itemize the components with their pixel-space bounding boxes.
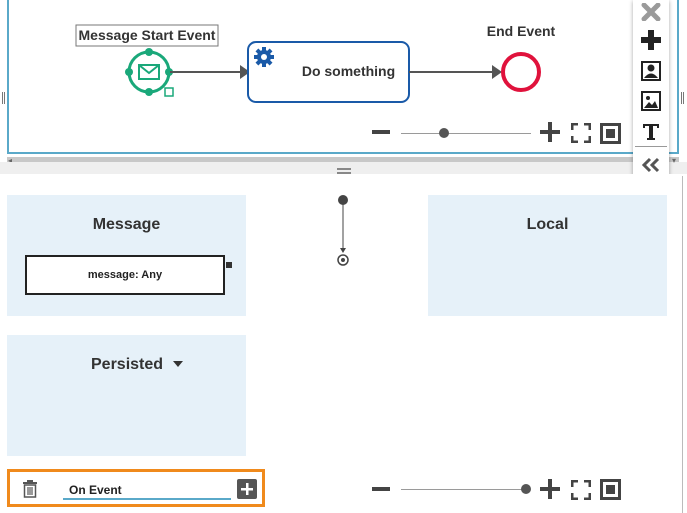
scroll-down-icon[interactable]: ▾	[672, 156, 677, 165]
message-panel-title: Message	[92, 216, 161, 233]
plus-icon[interactable]	[641, 30, 661, 50]
persisted-panel: Persisted	[7, 335, 246, 456]
local-panel: Local	[428, 195, 667, 316]
resize-handle	[164, 87, 174, 97]
message-field-box[interactable]: message: Any	[25, 255, 225, 295]
zoom-slider-track[interactable]	[401, 133, 531, 134]
double-chevron-left-icon[interactable]	[641, 156, 661, 174]
event-name-value: On Event	[69, 483, 122, 497]
bottom-zoom-in-button[interactable]	[540, 479, 560, 499]
diagram-canvas[interactable]: Message Start Event Do something End Eve…	[0, 0, 687, 160]
chevron-down-icon[interactable]	[173, 361, 183, 367]
scroll-left-icon[interactable]: ◂	[8, 156, 13, 165]
left-edge-grip-icon[interactable]	[2, 92, 5, 104]
data-pane-border	[0, 176, 683, 513]
text-icon[interactable]	[641, 121, 661, 141]
event-editor-bar: On Event	[7, 469, 265, 507]
bottom-actual-size-icon[interactable]	[600, 479, 621, 500]
close-icon[interactable]	[641, 3, 661, 21]
start-event-label-box	[75, 24, 219, 47]
bottom-zoom-slider-track[interactable]	[401, 489, 527, 490]
horizontal-scrollbar[interactable]	[7, 157, 679, 162]
start-event-label: Message Start Event	[78, 27, 216, 43]
bottom-zoom-slider-knob[interactable]	[521, 484, 531, 494]
persisted-panel-title: Persisted	[91, 356, 164, 373]
event-name-input[interactable]: On Event	[63, 480, 231, 500]
task-label: Do something	[301, 63, 396, 79]
bottom-fit-screen-icon[interactable]	[571, 480, 591, 500]
message-field-label: message: Any	[87, 269, 163, 281]
zoom-out-button[interactable]	[372, 130, 390, 134]
message-start-event[interactable]	[125, 48, 174, 97]
add-event-icon[interactable]	[237, 479, 257, 499]
fit-screen-icon[interactable]	[571, 123, 591, 143]
image-icon[interactable]	[641, 91, 661, 111]
right-edge-grip-icon[interactable]	[681, 92, 684, 104]
end-event[interactable]	[501, 52, 541, 92]
zoom-in-button[interactable]	[540, 122, 560, 142]
bottom-zoom-out-button[interactable]	[372, 487, 390, 491]
gear-icon	[254, 47, 274, 67]
actual-size-icon[interactable]	[600, 123, 621, 144]
flow-connector	[337, 195, 349, 266]
palette-toolbar	[633, 0, 669, 184]
message-panel: Message message: Any	[7, 195, 246, 316]
local-panel-title: Local	[526, 216, 569, 233]
splitter-grip-icon[interactable]	[337, 172, 351, 174]
diagram-svg	[75, 24, 541, 103]
task-do-something[interactable]	[247, 41, 410, 103]
trash-icon[interactable]	[22, 480, 38, 498]
field-port[interactable]	[226, 262, 232, 268]
user-icon[interactable]	[641, 61, 661, 81]
canvas-frame	[7, 0, 679, 154]
end-event-label: End Event	[486, 23, 556, 39]
zoom-slider-knob[interactable]	[439, 128, 449, 138]
